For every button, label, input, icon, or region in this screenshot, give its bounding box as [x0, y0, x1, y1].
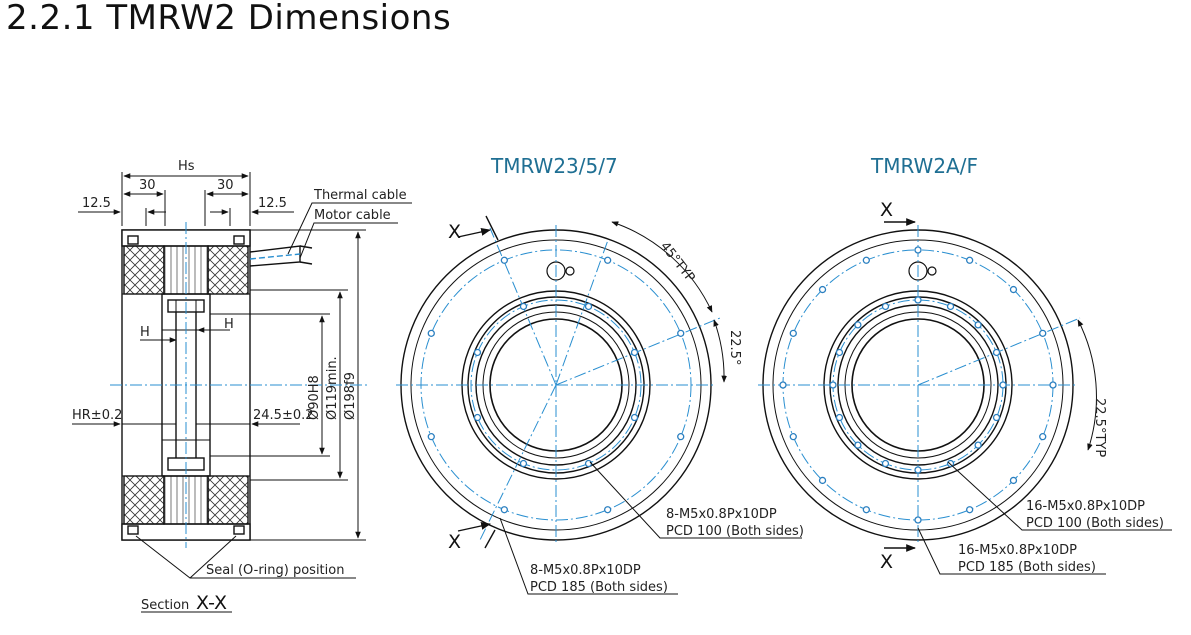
section-view: [72, 172, 412, 613]
d119-label: Ø119min.: [325, 356, 340, 420]
bolt-hole-inner: [630, 413, 639, 422]
dim-12-5-right: 12.5: [258, 196, 287, 211]
bolt-hole-outer: [862, 506, 870, 514]
bolt-hole-outer: [1039, 433, 1047, 441]
hs-label: Hs: [178, 159, 195, 174]
view-b-outer-holes-1: 16-M5x0.8Px10DP: [958, 543, 1077, 558]
view-b-outer-holes-2: PCD 185 (Both sides): [958, 560, 1096, 575]
bolt-hole-outer: [1039, 329, 1047, 337]
bolt-hole-outer: [779, 381, 787, 389]
bolt-hole-inner: [519, 459, 528, 468]
bolt-hole-inner: [835, 413, 844, 422]
view-a-outer-holes-1: 8-M5x0.8Px10DP: [530, 563, 641, 578]
bolt-hole-inner: [946, 302, 955, 311]
bolt-hole-outer: [914, 516, 922, 524]
offset-label: 24.5±0.2: [253, 408, 314, 423]
bolt-hole-outer: [427, 433, 435, 441]
bolt-hole-inner: [992, 348, 1001, 357]
view-b-angle-22: 22.5°TYP: [1092, 398, 1107, 457]
bolt-hole-inner: [519, 302, 528, 311]
view-a-inner-holes-2: PCD 100 (Both sides): [666, 524, 804, 539]
d90-label: Ø90H8: [307, 375, 322, 420]
bolt-hole-inner: [473, 413, 482, 422]
bolt-hole-outer: [604, 506, 612, 514]
bolt-hole-inner: [854, 441, 862, 449]
bolt-hole-inner: [999, 381, 1007, 389]
bolt-hole-inner: [854, 321, 862, 329]
bolt-hole-inner: [914, 466, 922, 474]
bolt-hole-outer: [818, 476, 827, 485]
section-id: X-X: [196, 592, 227, 614]
bolt-hole-outer: [966, 506, 974, 514]
page-title: 2.2.1 TMRW2 Dimensions: [6, 0, 452, 38]
bolt-hole-outer: [789, 329, 797, 337]
section-centerlines: [110, 222, 370, 548]
view-a-angle-45: 45°TYP: [657, 239, 698, 285]
bolt-hole-outer: [1049, 381, 1057, 389]
d198-label: Ø198f9: [343, 372, 358, 420]
seal-label: Seal (O-ring) position: [206, 563, 344, 578]
bolt-hole-outer: [1009, 285, 1018, 294]
bolt-hole-outer: [677, 329, 685, 337]
bolt-hole-inner: [881, 302, 890, 311]
view-b-inner-holes-1: 16-M5x0.8Px10DP: [1026, 499, 1145, 514]
bolt-hole-outer: [862, 256, 870, 264]
h-left-label: H: [140, 325, 150, 340]
stator-hatch: [123, 245, 165, 295]
bolt-hole-inner: [584, 459, 593, 468]
cable-port-small: [565, 266, 575, 276]
dim-12-5-left: 12.5: [82, 196, 111, 211]
view-a-outer-holes-2: PCD 185 (Both sides): [530, 580, 668, 595]
bolt-hole-outer: [604, 256, 612, 264]
bolt-hole-outer: [500, 506, 508, 514]
bolt-hole-outer: [427, 329, 435, 337]
hr-label: HR±0.2: [72, 408, 122, 423]
view-a-x-top: X: [448, 221, 461, 243]
view-a-angle-22: 22.5°: [727, 330, 742, 365]
view-b: [758, 218, 1172, 575]
dim-30-right: 30: [217, 178, 234, 193]
bolt-hole-outer: [966, 256, 974, 264]
bolt-hole-outer: [500, 256, 508, 264]
bolt-hole-outer: [818, 285, 827, 294]
bolt-hole-inner: [835, 348, 844, 357]
bolt-hole-inner: [974, 441, 982, 449]
bolt-hole-outer: [677, 433, 685, 441]
view-b-inner-holes-2: PCD 100 (Both sides): [1026, 516, 1164, 531]
bolt-hole-inner: [881, 459, 890, 468]
motor-cable-label: Motor cable: [314, 208, 391, 223]
bolt-hole-inner: [914, 296, 922, 304]
view-a-x-bottom: X: [448, 531, 461, 553]
bolt-hole-inner: [974, 321, 982, 329]
h-right-label: H: [224, 317, 234, 332]
view-b-x-top: X: [880, 199, 893, 221]
view-b-title: TMRW2A/F: [870, 154, 978, 178]
bolt-hole-inner: [473, 348, 482, 357]
view-b-bolt-holes: [779, 246, 1057, 524]
view-a-inner-holes-1: 8-M5x0.8Px10DP: [666, 507, 777, 522]
section-label: Section: [141, 598, 189, 613]
view-a-title: TMRW23/5/7: [490, 154, 618, 178]
view-b-x-bottom: X: [880, 551, 893, 573]
bolt-hole-outer: [789, 433, 797, 441]
bolt-hole-outer: [914, 246, 922, 254]
view-a: [396, 215, 802, 595]
bolt-hole-outer: [1009, 476, 1018, 485]
bolt-hole-inner: [584, 302, 593, 311]
thermal-cable-label: Thermal cable: [313, 188, 407, 203]
dim-30-left: 30: [139, 178, 156, 193]
bolt-hole-inner: [630, 348, 639, 357]
bolt-hole-inner: [829, 381, 837, 389]
view-a-bolt-holes: [427, 256, 685, 514]
bolt-hole-inner: [992, 413, 1001, 422]
